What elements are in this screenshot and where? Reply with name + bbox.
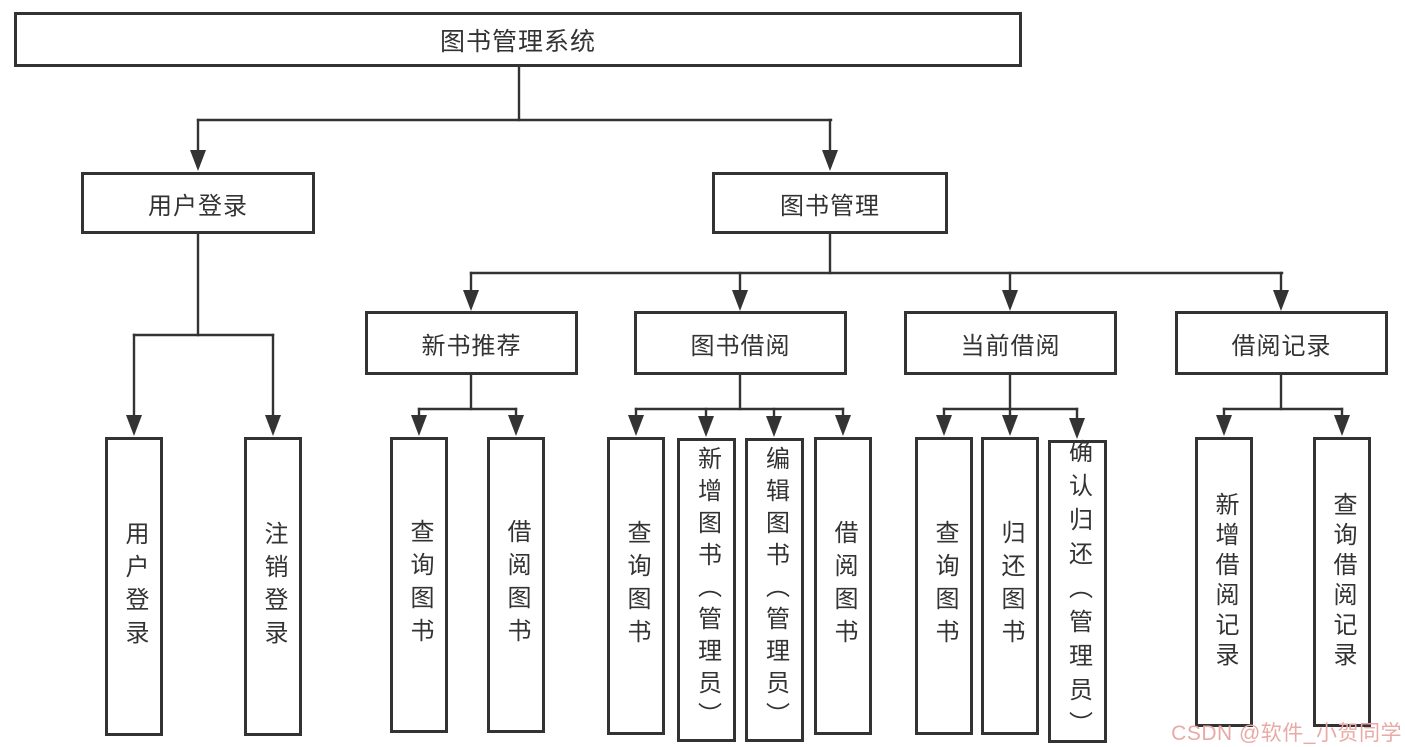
leaf-query-borrow-record: 查询借阅记录: [1313, 437, 1371, 727]
leaf-borrow-books-recommend: 借阅图书: [487, 437, 545, 733]
leaf-query-books-borrow: 查询图书: [607, 437, 665, 735]
leaf-add-borrow-record: 新增借阅记录: [1195, 437, 1253, 727]
leaf-query-books-current: 查询图书: [915, 437, 973, 735]
node-borrow-records: 借阅记录: [1175, 311, 1388, 375]
node-root-label: 图书管理系统: [439, 27, 596, 56]
leaf-query-books-recommend: 查询图书: [390, 437, 448, 733]
node-user-login-label: 用户登录: [148, 192, 248, 220]
leaf-add-books-admin: 新增图书（管理员）: [677, 438, 736, 742]
node-book-management: 图书管理: [712, 172, 948, 234]
node-new-book-recommend: 新书推荐: [365, 311, 578, 375]
node-current-borrow: 当前借阅: [904, 311, 1117, 375]
leaf-confirm-return-admin: 确认归还（管理员）: [1048, 439, 1107, 745]
leaf-logout: 注销登录: [244, 437, 302, 736]
node-book-borrow: 图书借阅: [634, 311, 847, 375]
node-user-login: 用户登录: [81, 172, 315, 234]
leaf-return-books: 归还图书: [981, 437, 1039, 735]
leaf-borrow-books: 借阅图书: [814, 437, 872, 735]
node-book-management-label: 图书管理: [780, 192, 880, 220]
leaf-edit-books-admin: 编辑图书（管理员）: [745, 438, 804, 742]
leaf-user-login: 用户登录: [105, 437, 163, 736]
csdn-watermark: CSDN @软件_小贺同学: [1171, 722, 1402, 745]
node-root: 图书管理系统: [14, 12, 1022, 67]
